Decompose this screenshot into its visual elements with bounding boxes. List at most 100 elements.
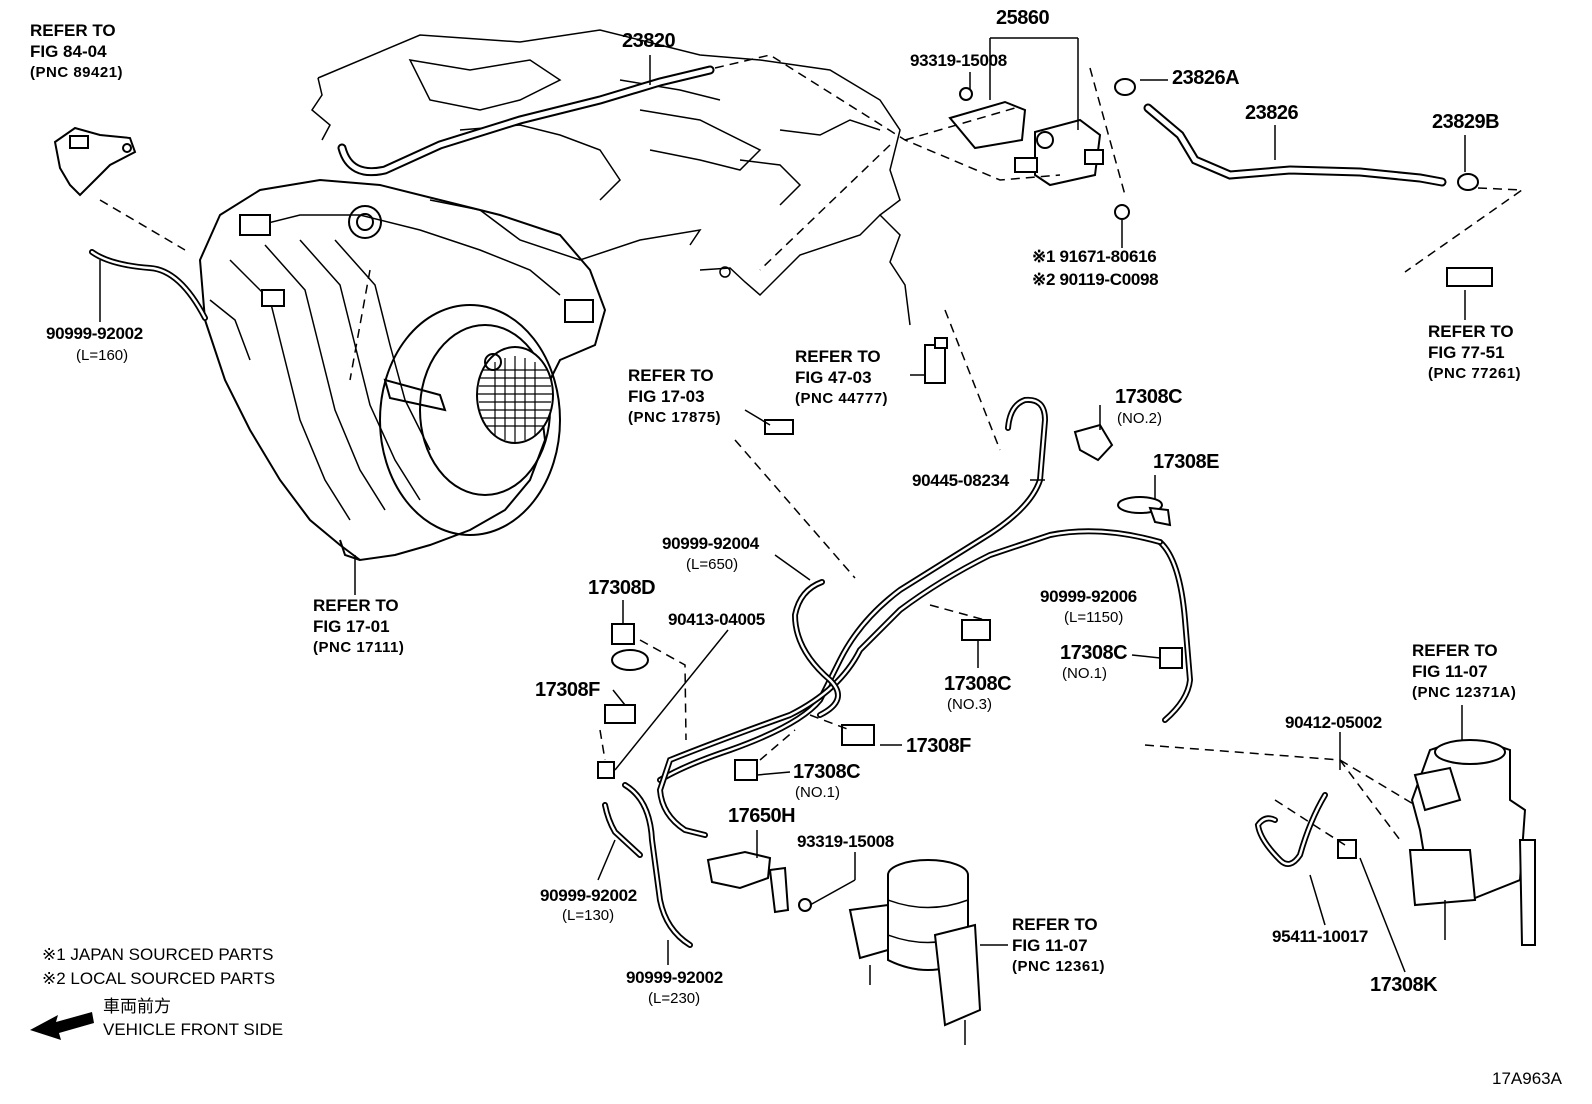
part-label-25860[interactable]: 25860	[996, 7, 1050, 29]
hose-23826	[1143, 103, 1447, 187]
ref-line1: REFER TO	[1412, 641, 1498, 660]
clip-17308K	[1337, 839, 1357, 859]
valve-17875	[764, 419, 794, 435]
ref-line1: REFER TO	[795, 347, 881, 366]
part-label-17308C-no1-mid[interactable]: 17308C	[793, 761, 861, 783]
ref-line2: FIG 17-01	[313, 617, 390, 636]
length-l130: (L=130)	[562, 907, 615, 924]
sub-label-no1-mid: (NO.1)	[795, 784, 840, 801]
tube-90445	[657, 396, 1049, 783]
clip-17308D	[611, 623, 649, 671]
tube-l130	[602, 802, 643, 858]
hose-l160	[89, 249, 208, 321]
ref-line2: FIG 47-03	[795, 368, 872, 387]
clip-17308E	[1117, 496, 1172, 527]
pressure-sensor	[53, 126, 137, 197]
ref-line1: REFER TO	[1428, 322, 1514, 341]
ref-line2: FIG 17-03	[628, 387, 705, 406]
part-label-17650H[interactable]: 17650H	[728, 805, 796, 827]
sub-label-no1-right: (NO.1)	[1062, 665, 1107, 682]
connector-44777	[924, 337, 948, 384]
clip-17308C-no3	[961, 619, 991, 641]
length-l650: (L=650)	[686, 556, 739, 573]
part-label-91671[interactable]: ※1 91671-80616	[1032, 247, 1157, 266]
clip-17308C-no1-mid	[734, 759, 758, 781]
sub-label-no3: (NO.3)	[947, 696, 992, 713]
part-label-23820[interactable]: 23820	[622, 30, 676, 52]
tube-l230	[622, 782, 693, 948]
ref-line3: (PNC 44777)	[795, 390, 889, 407]
intake-manifold	[198, 178, 607, 562]
ref-fig-77-51[interactable]: REFER TO FIG 77-51 (PNC 77261)	[1428, 321, 1521, 384]
part-label-90999-92002-l130[interactable]: 90999-92002	[540, 886, 637, 905]
engine-outline	[311, 29, 911, 326]
part-label-17308E[interactable]: 17308E	[1153, 451, 1219, 473]
clamp-23829B	[1457, 173, 1479, 191]
legend-note-japan: ※1 JAPAN SOURCED PARTS	[42, 945, 274, 964]
sub-label-no2: (NO.2)	[1117, 410, 1162, 427]
ref-line1: REFER TO	[628, 366, 714, 385]
pipe-stub-77261	[1446, 267, 1493, 287]
tube-90999-92004	[791, 579, 841, 718]
part-label-17308F-left[interactable]: 17308F	[535, 679, 600, 701]
clip-17308F-mid	[841, 724, 875, 746]
part-label-90413[interactable]: 90413-04005	[668, 610, 765, 629]
ref-fig-17-01[interactable]: REFER TO FIG 17-01 (PNC 17111)	[313, 595, 404, 658]
ref-line3: (PNC 89421)	[30, 64, 124, 81]
part-label-95411[interactable]: 95411-10017	[1272, 927, 1368, 946]
ref-fig-84-04[interactable]: REFER TO FIG 84-04 (PNC 89421)	[30, 20, 123, 83]
part-label-17308C-no3[interactable]: 17308C	[944, 673, 1012, 695]
ref-line3: (PNC 17111)	[313, 639, 405, 656]
reference-lines	[99, 54, 1525, 846]
tee-fitting	[597, 761, 615, 779]
ref-line2: FIG 77-51	[1428, 343, 1505, 362]
engine-mount-12371A	[1408, 739, 1536, 946]
vehicle-front-arrow	[30, 1012, 94, 1040]
vsv-25860	[948, 87, 1130, 220]
part-label-90999-92004[interactable]: 90999-92004	[662, 534, 759, 553]
front-label-en: VEHICLE FRONT SIDE	[103, 1020, 284, 1039]
part-label-90445[interactable]: 90445-08234	[912, 471, 1009, 490]
clip-17308C-no1-right	[1159, 647, 1183, 669]
ref-line1: REFER TO	[1012, 915, 1098, 934]
part-label-17308D[interactable]: 17308D	[588, 577, 656, 599]
ref-line2: FIG 11-07	[1412, 662, 1488, 681]
legend-note-local: ※2 LOCAL SOURCED PARTS	[42, 969, 276, 988]
hose-23820	[337, 65, 715, 177]
length-l1150: (L=1150)	[1064, 609, 1124, 626]
part-label-90119[interactable]: ※2 90119-C0098	[1032, 270, 1159, 289]
ref-fig-17-03[interactable]: REFER TO FIG 17-03 (PNC 17875)	[628, 365, 721, 428]
front-label-jp: 車両前方	[103, 997, 171, 1016]
clamp-23826A	[1114, 78, 1136, 96]
clip-17308C-no2	[1073, 423, 1114, 462]
part-label-17308C-no1-right[interactable]: 17308C	[1060, 642, 1128, 664]
part-label-90412[interactable]: 90412-05002	[1285, 713, 1382, 732]
ref-line1: REFER TO	[313, 596, 399, 615]
part-label-90999-92006[interactable]: 90999-92006	[1040, 587, 1137, 606]
part-label-90999-92002-l160[interactable]: 90999-92002	[46, 324, 143, 343]
part-label-23829B[interactable]: 23829B	[1432, 111, 1500, 133]
part-label-23826[interactable]: 23826	[1245, 102, 1299, 124]
part-label-93319-bot[interactable]: 93319-15008	[797, 832, 894, 851]
part-label-23826A[interactable]: 23826A	[1172, 67, 1240, 89]
ref-line1: REFER TO	[30, 21, 116, 40]
vsv-17650H	[706, 850, 812, 914]
figure-id: 17A963A	[1492, 1069, 1562, 1088]
part-label-17308K[interactable]: 17308K	[1370, 974, 1438, 996]
ref-line3: (PNC 12361)	[1012, 958, 1106, 975]
ref-line3: (PNC 12371A)	[1412, 684, 1517, 701]
tube-95411	[1254, 792, 1328, 867]
clip-17308F-left	[604, 704, 636, 724]
part-label-17308F-mid[interactable]: 17308F	[906, 735, 971, 757]
ref-fig-11-07-b[interactable]: REFER TO FIG 11-07 (PNC 12361)	[1012, 914, 1105, 977]
length-l160: (L=160)	[76, 347, 129, 364]
part-label-90999-92002-l230[interactable]: 90999-92002	[626, 968, 723, 987]
ref-fig-47-03[interactable]: REFER TO FIG 47-03 (PNC 44777)	[795, 346, 888, 409]
ref-line3: (PNC 17875)	[628, 409, 722, 426]
part-label-93319-top[interactable]: 93319-15008	[910, 51, 1007, 70]
ref-fig-11-07-a[interactable]: REFER TO FIG 11-07 (PNC 12371A)	[1412, 640, 1516, 703]
part-label-17308C-no2[interactable]: 17308C	[1115, 386, 1183, 408]
tube-90999-92006	[656, 528, 1194, 838]
